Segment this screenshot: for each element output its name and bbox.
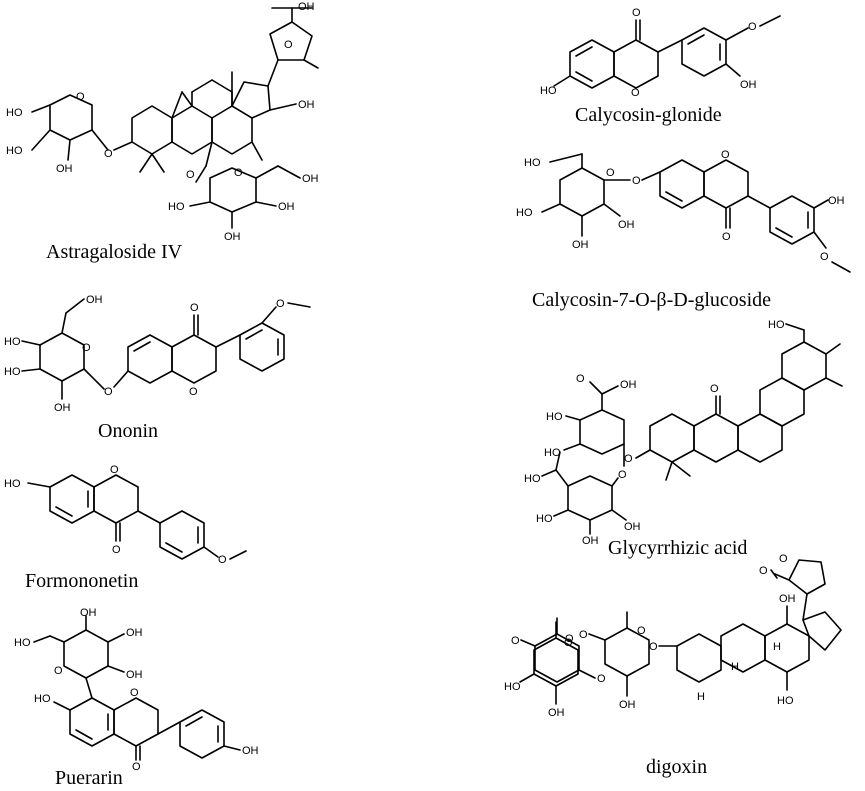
caption-ononin: Ononin xyxy=(98,420,158,442)
svg-text:O: O xyxy=(631,87,640,99)
calycosin-glonide-structure: O O HO O OH xyxy=(540,7,781,99)
svg-text:O: O xyxy=(110,464,119,476)
svg-text:OH: OH xyxy=(126,669,143,681)
svg-text:O: O xyxy=(112,544,121,556)
svg-text:HO: HO xyxy=(4,336,21,348)
svg-text:O: O xyxy=(218,554,227,566)
svg-text:HO: HO xyxy=(34,693,51,705)
svg-text:HO: HO xyxy=(524,157,541,169)
svg-text:O: O xyxy=(104,148,113,160)
astragaloside-iv-structure: HO HO OH O O OH OH O O xyxy=(6,1,319,243)
svg-text:OH: OH xyxy=(298,99,315,111)
calycosin-7-glucoside-structure: HO HO OH OH O O O O OH O xyxy=(516,149,851,273)
svg-text:OH: OH xyxy=(828,195,845,207)
caption-glycyrrhizic-acid: Glycyrrhizic acid xyxy=(608,537,748,559)
svg-text:OH: OH xyxy=(56,163,73,175)
svg-text:O: O xyxy=(637,625,646,637)
svg-text:O: O xyxy=(189,386,198,398)
puerarin-structure: OH OH OH HO O HO O O OH xyxy=(14,607,259,773)
svg-text:OH: OH xyxy=(624,521,641,533)
caption-formononetin: Formononetin xyxy=(25,570,139,592)
glycyrrhizic-acid-structure: O HO O O OH HO HO O HO HO OH OH xyxy=(524,319,843,547)
svg-text:HO: HO xyxy=(516,207,533,219)
svg-text:O: O xyxy=(779,553,788,565)
svg-text:O: O xyxy=(606,167,615,179)
caption-astragaloside-iv: Astragaloside IV xyxy=(46,241,183,263)
ononin-structure: OH HO HO OH O O O O O xyxy=(4,294,311,414)
svg-text:O: O xyxy=(710,383,719,395)
svg-text:O: O xyxy=(511,635,520,647)
caption-puerarin: Puerarin xyxy=(55,767,123,789)
svg-text:O: O xyxy=(82,342,91,354)
caption-digoxin: digoxin xyxy=(646,756,708,778)
svg-text:OH: OH xyxy=(572,239,589,251)
svg-text:O: O xyxy=(284,39,293,51)
svg-text:H: H xyxy=(773,641,781,653)
svg-text:OH: OH xyxy=(302,173,319,185)
svg-text:HO: HO xyxy=(768,319,785,331)
svg-text:HO: HO xyxy=(14,637,31,649)
svg-text:O: O xyxy=(721,149,730,161)
caption-calycosin-glonide: Calycosin-glonide xyxy=(575,104,722,126)
svg-text:O: O xyxy=(579,629,588,641)
svg-text:O: O xyxy=(76,91,85,103)
svg-text:OH: OH xyxy=(54,402,71,414)
svg-text:H: H xyxy=(697,691,705,703)
svg-text:HO: HO xyxy=(504,681,521,693)
svg-text:HO: HO xyxy=(4,478,21,490)
svg-text:OH: OH xyxy=(126,627,143,639)
svg-text:HO: HO xyxy=(546,411,563,423)
digoxin-structure: O O OH HO H H H O OH O O O O O xyxy=(511,553,842,711)
svg-text:O: O xyxy=(190,302,199,314)
svg-text:O: O xyxy=(54,665,63,677)
svg-text:O: O xyxy=(722,231,731,243)
svg-text:O: O xyxy=(820,251,829,263)
svg-text:OH: OH xyxy=(298,1,315,13)
svg-text:OH: OH xyxy=(620,379,637,391)
svg-text:O: O xyxy=(748,21,757,33)
svg-text:OH: OH xyxy=(779,593,796,605)
svg-text:O: O xyxy=(565,633,574,645)
svg-text:H: H xyxy=(731,661,739,673)
svg-text:O: O xyxy=(132,761,141,773)
svg-text:O: O xyxy=(576,373,585,385)
svg-text:O: O xyxy=(597,673,606,685)
svg-text:HO: HO xyxy=(544,447,561,459)
svg-text:O: O xyxy=(276,298,285,310)
svg-text:HO: HO xyxy=(6,145,23,157)
svg-text:OH: OH xyxy=(80,607,97,619)
svg-text:O: O xyxy=(632,175,641,187)
formononetin-structure: HO O O O xyxy=(4,464,247,566)
svg-text:OH: OH xyxy=(582,535,599,547)
svg-text:O: O xyxy=(130,687,139,699)
svg-text:HO: HO xyxy=(168,201,185,213)
svg-text:HO: HO xyxy=(540,85,557,97)
svg-text:O: O xyxy=(234,167,243,179)
svg-text:HO: HO xyxy=(536,513,553,525)
svg-text:OH: OH xyxy=(242,745,259,757)
svg-text:OH: OH xyxy=(740,79,757,91)
svg-text:O: O xyxy=(632,7,641,19)
svg-text:O: O xyxy=(618,469,627,481)
svg-text:OH: OH xyxy=(224,231,241,243)
svg-text:OH: OH xyxy=(278,201,295,213)
svg-text:O: O xyxy=(564,637,573,649)
svg-text:OH: OH xyxy=(548,707,565,719)
svg-text:HO: HO xyxy=(4,366,21,378)
svg-text:HO: HO xyxy=(777,695,794,707)
svg-text:O: O xyxy=(759,565,768,577)
svg-text:OH: OH xyxy=(619,699,636,711)
svg-text:OH: OH xyxy=(618,219,635,231)
svg-text:HO: HO xyxy=(524,473,541,485)
svg-text:O: O xyxy=(649,641,658,653)
digoxin-terminal-sugar-structure: HO OH O xyxy=(504,621,579,719)
svg-text:O: O xyxy=(104,386,113,398)
svg-text:OH: OH xyxy=(86,294,103,306)
svg-text:O: O xyxy=(624,453,633,465)
svg-text:HO: HO xyxy=(6,107,23,119)
svg-text:O: O xyxy=(186,169,195,181)
caption-calycosin-7-glucoside: Calycosin-7-O-β-D-glucoside xyxy=(532,289,772,311)
